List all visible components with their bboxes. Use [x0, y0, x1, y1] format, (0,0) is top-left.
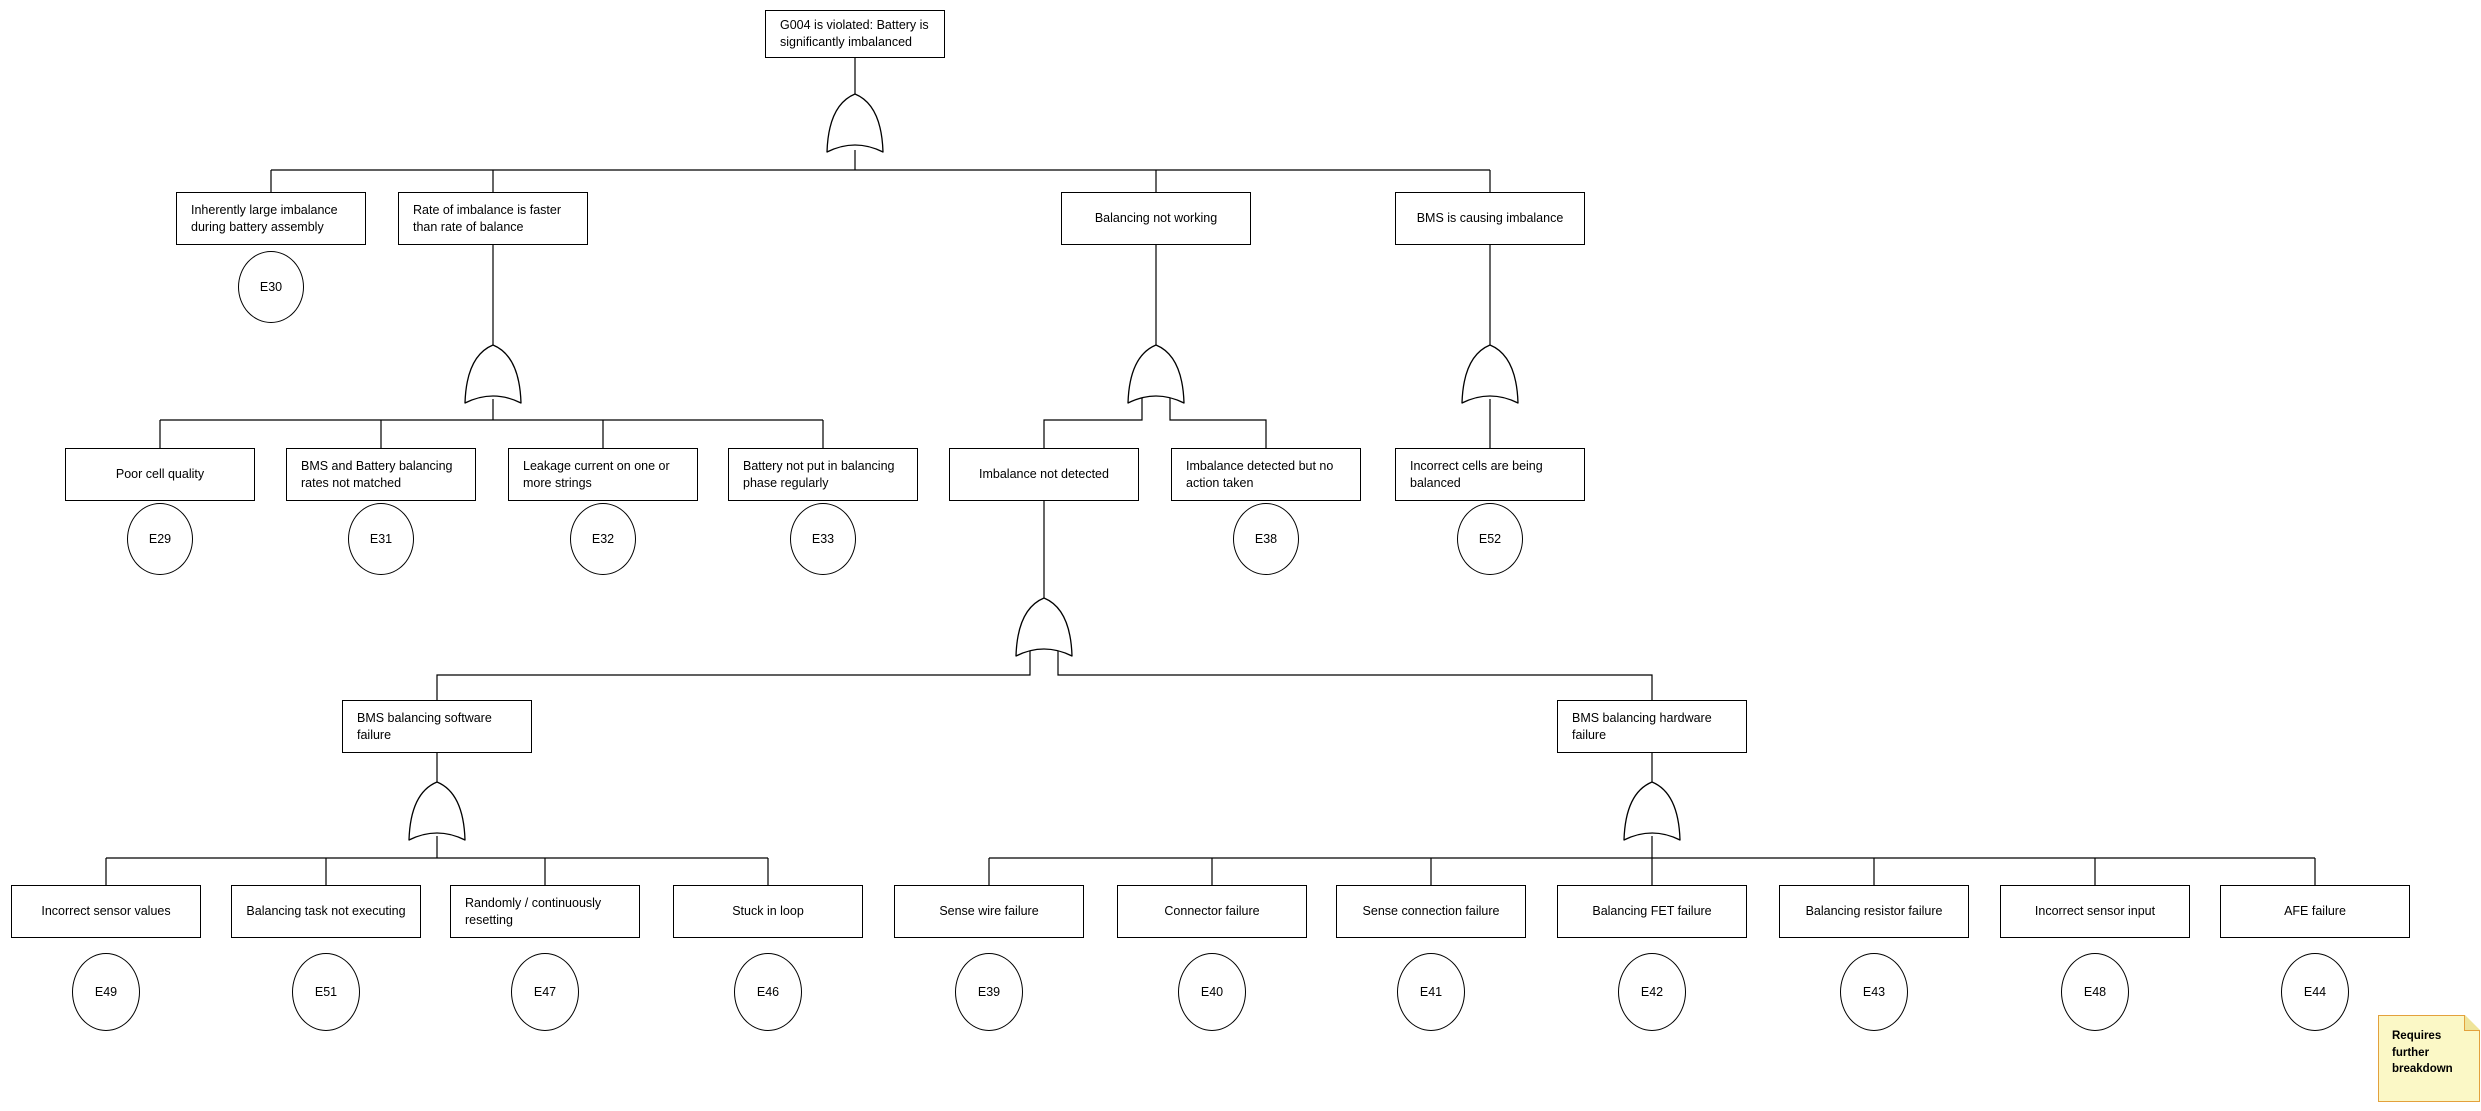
or-gate-hardware-failure — [1623, 781, 1681, 841]
event-box-no-action-taken[interactable]: Imbalance detected but no action taken — [1171, 448, 1361, 501]
or-gate-root — [826, 93, 884, 153]
event-label: Stuck in loop — [732, 904, 804, 919]
basic-event-circle-e47[interactable]: E47 — [511, 953, 579, 1031]
basic-event-id: E39 — [977, 985, 1001, 999]
event-box-hardware-failure[interactable]: BMS balancing hardware failure — [1557, 700, 1747, 753]
event-label: AFE failure — [2284, 904, 2346, 919]
event-box-sense-wire-failure[interactable]: Sense wire failure — [894, 885, 1084, 938]
or-gate-imbalance-not-detected — [1015, 597, 1073, 657]
basic-event-circle-e33[interactable]: E33 — [790, 503, 856, 575]
basic-event-circle-e43[interactable]: E43 — [1840, 953, 1908, 1031]
event-label: Poor cell quality — [115, 467, 205, 482]
basic-event-id: E33 — [811, 532, 835, 546]
basic-event-circle-e29[interactable]: E29 — [127, 503, 193, 575]
event-label: Balancing resistor failure — [1805, 904, 1943, 919]
event-box-incorrect-sensor-values[interactable]: Incorrect sensor values — [11, 885, 201, 938]
event-label: Sense wire failure — [939, 904, 1039, 919]
event-label: Inherently large imbalance during batter… — [191, 202, 338, 234]
basic-event-id: E40 — [1200, 985, 1224, 999]
basic-event-id: E47 — [533, 985, 557, 999]
basic-event-id: E51 — [314, 985, 338, 999]
event-box-balancing-not-working[interactable]: Balancing not working — [1061, 192, 1251, 245]
event-box-sense-connection-failure[interactable]: Sense connection failure — [1336, 885, 1526, 938]
basic-event-id: E29 — [148, 532, 172, 546]
basic-event-circle-e42[interactable]: E42 — [1618, 953, 1686, 1031]
basic-event-circle-e31[interactable]: E31 — [348, 503, 414, 575]
event-label: Incorrect cells are being balanced — [1410, 458, 1543, 490]
event-box-connector-failure[interactable]: Connector failure — [1117, 885, 1307, 938]
basic-event-id: E38 — [1254, 532, 1278, 546]
basic-event-circle-e41[interactable]: E41 — [1397, 953, 1465, 1031]
event-label: BMS balancing hardware failure — [1572, 710, 1712, 742]
event-box-afe-failure[interactable]: AFE failure — [2220, 885, 2410, 938]
event-box-random-resetting[interactable]: Randomly / continuously resetting — [450, 885, 640, 938]
basic-event-id: E41 — [1419, 985, 1443, 999]
or-gate-rate-of-imbalance — [464, 344, 522, 404]
event-box-task-not-executing[interactable]: Balancing task not executing — [231, 885, 421, 938]
or-gate-software-failure — [408, 781, 466, 841]
basic-event-id: E42 — [1640, 985, 1664, 999]
basic-event-circle-e44[interactable]: E44 — [2281, 953, 2349, 1031]
event-label: Balancing task not executing — [246, 904, 406, 919]
event-label: BMS is causing imbalance — [1416, 211, 1564, 226]
basic-event-circle-e46[interactable]: E46 — [734, 953, 802, 1031]
event-box-leakage-current[interactable]: Leakage current on one or more strings — [508, 448, 698, 501]
basic-event-id: E52 — [1478, 532, 1502, 546]
event-box-software-failure[interactable]: BMS balancing software failure — [342, 700, 532, 753]
event-box-root[interactable]: G004 is violated: Battery is significant… — [765, 10, 945, 58]
event-label: Incorrect sensor input — [2034, 904, 2156, 919]
event-label: Imbalance detected but no action taken — [1186, 458, 1334, 490]
sticky-note[interactable]: Requires further breakdown — [2378, 1015, 2480, 1102]
event-box-stuck-in-loop[interactable]: Stuck in loop — [673, 885, 863, 938]
basic-event-id: E44 — [2303, 985, 2327, 999]
event-box-poor-cell-quality[interactable]: Poor cell quality — [65, 448, 255, 501]
event-label: Connector failure — [1164, 904, 1260, 919]
event-box-balancing-fet-failure[interactable]: Balancing FET failure — [1557, 885, 1747, 938]
event-box-rate-of-imbalance[interactable]: Rate of imbalance is faster than rate of… — [398, 192, 588, 245]
event-label: Imbalance not detected — [979, 467, 1109, 482]
basic-event-circle-e48[interactable]: E48 — [2061, 953, 2129, 1031]
basic-event-id: E48 — [2083, 985, 2107, 999]
event-label: Balancing FET failure — [1592, 904, 1712, 919]
or-gate-balancing-not-working — [1127, 344, 1185, 404]
event-label: G004 is violated: Battery is significant… — [780, 18, 929, 49]
basic-event-circle-e39[interactable]: E39 — [955, 953, 1023, 1031]
sticky-note-text: Requires further breakdown — [2392, 1030, 2453, 1076]
event-label: Incorrect sensor values — [41, 904, 171, 919]
event-label: BMS and Battery balancing rates not matc… — [301, 458, 453, 490]
basic-event-id: E31 — [369, 532, 393, 546]
basic-event-circle-e38[interactable]: E38 — [1233, 503, 1299, 575]
basic-event-circle-e30[interactable]: E30 — [238, 251, 304, 323]
basic-event-circle-e32[interactable]: E32 — [570, 503, 636, 575]
event-box-incorrect-sensor-input[interactable]: Incorrect sensor input — [2000, 885, 2190, 938]
event-box-bms-causing-imbalance[interactable]: BMS is causing imbalance — [1395, 192, 1585, 245]
event-box-incorrect-cells-balanced[interactable]: Incorrect cells are being balanced — [1395, 448, 1585, 501]
basic-event-id: E43 — [1862, 985, 1886, 999]
event-label: BMS balancing software failure — [357, 710, 492, 742]
event-box-not-in-balancing-phase[interactable]: Battery not put in balancing phase regul… — [728, 448, 918, 501]
event-box-balancing-resistor-failure[interactable]: Balancing resistor failure — [1779, 885, 1969, 938]
event-label: Leakage current on one or more strings — [523, 458, 670, 490]
event-box-imbalance-not-detected[interactable]: Imbalance not detected — [949, 448, 1139, 501]
basic-event-circle-e52[interactable]: E52 — [1457, 503, 1523, 575]
basic-event-id: E32 — [591, 532, 615, 546]
event-label: Battery not put in balancing phase regul… — [743, 458, 895, 490]
event-label: Balancing not working — [1094, 211, 1218, 226]
or-gate-bms-causing-imbalance — [1461, 344, 1519, 404]
event-box-rates-not-matched[interactable]: BMS and Battery balancing rates not matc… — [286, 448, 476, 501]
basic-event-id: E49 — [94, 985, 118, 999]
event-label: Sense connection failure — [1362, 904, 1500, 919]
event-label: Randomly / continuously resetting — [465, 895, 602, 927]
basic-event-circle-e40[interactable]: E40 — [1178, 953, 1246, 1031]
basic-event-circle-e51[interactable]: E51 — [292, 953, 360, 1031]
event-label: Rate of imbalance is faster than rate of… — [413, 202, 561, 234]
basic-event-id: E46 — [756, 985, 780, 999]
basic-event-id: E30 — [259, 280, 283, 294]
connector-lines — [105, 58, 2316, 885]
event-box-inherent-imbalance[interactable]: Inherently large imbalance during batter… — [176, 192, 366, 245]
basic-event-circle-e49[interactable]: E49 — [72, 953, 140, 1031]
